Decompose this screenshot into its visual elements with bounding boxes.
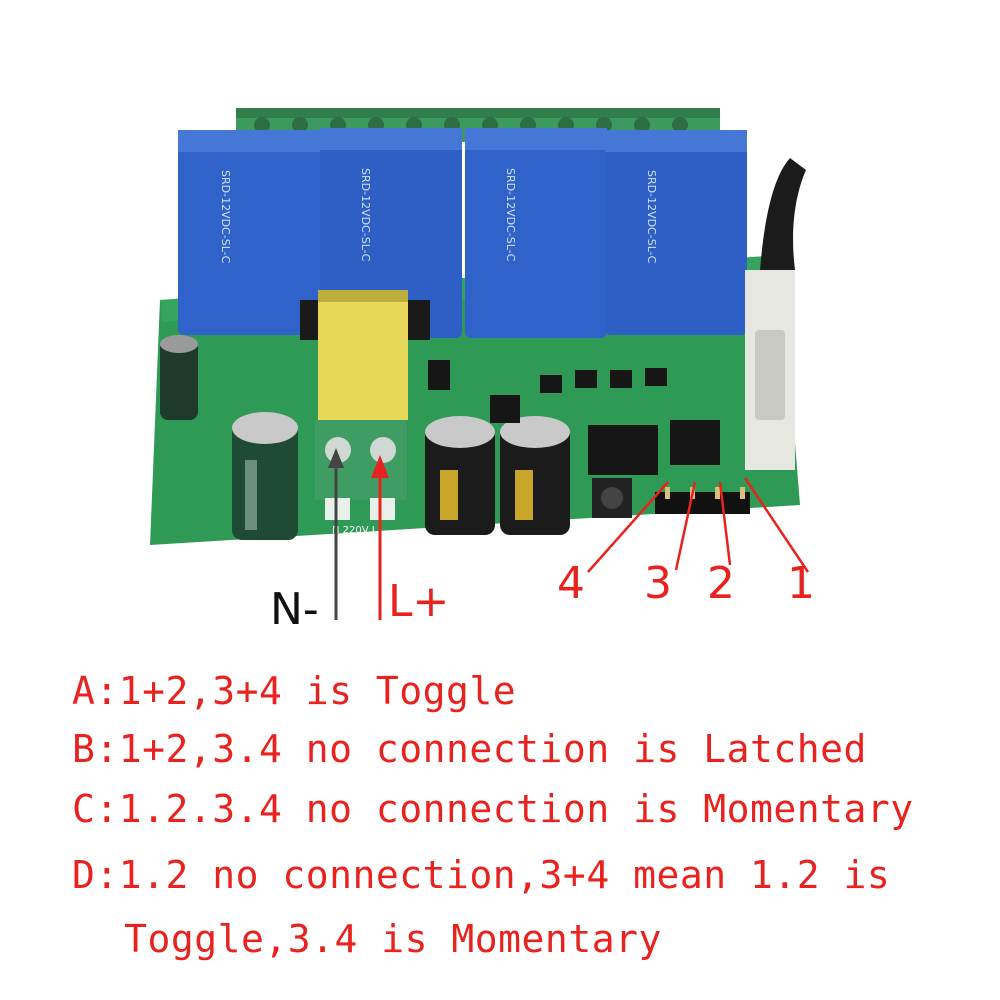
jumper-pointer-lines (587, 477, 810, 573)
capacitor-small (160, 335, 198, 420)
svg-text:N 220V L: N 220V L (332, 525, 378, 536)
relay-board-photo: SRD-12VDC-SL-C SRD-12VDC-SL-C SRD-12VDC-… (150, 108, 810, 620)
mode-a-description: A:1+2,3+4 is Toggle (72, 669, 517, 713)
live-wire-arrow (371, 455, 389, 620)
ic-chip-1 (588, 425, 658, 475)
ic-chip-2 (670, 420, 720, 465)
jumper-number-2: 2 (707, 558, 735, 609)
capacitor-right (500, 416, 570, 535)
jumper-number-3: 3 (644, 558, 672, 609)
jumper-number-1: 1 (787, 558, 815, 609)
mode-d-description: D:1.2 no connection,3+4 mean 1.2 is (72, 853, 891, 897)
push-button (592, 478, 632, 518)
svg-text:SRD-12VDC-SL-C: SRD-12VDC-SL-C (504, 168, 517, 262)
capacitor-left (232, 412, 298, 540)
relay-4: SRD-12VDC-SL-C (605, 130, 747, 335)
jumper-number-4: 4 (557, 558, 585, 609)
mode-d-description-continued: Toggle,3.4 is Momentary (54, 917, 662, 961)
svg-text:SRD-12VDC-SL-C: SRD-12VDC-SL-C (359, 168, 372, 262)
live-label: L+ (388, 576, 450, 627)
svg-text:SRD-12VDC-SL-C: SRD-12VDC-SL-C (645, 170, 658, 264)
capacitor-mid (425, 416, 495, 535)
relay-1: SRD-12VDC-SL-C (178, 130, 320, 335)
mode-c-description: C:1.2.3.4 no connection is Momentary (72, 787, 914, 831)
neutral-wire-arrow (328, 448, 344, 620)
transformer (300, 290, 430, 420)
relay-3: SRD-12VDC-SL-C (465, 128, 607, 338)
mode-b-description: B:1+2,3.4 no connection is Latched (72, 727, 867, 771)
neutral-label: N- (270, 584, 319, 635)
transistors (428, 360, 667, 423)
svg-text:SRD-12VDC-SL-C: SRD-12VDC-SL-C (219, 170, 232, 264)
relay-2: SRD-12VDC-SL-C (320, 128, 462, 338)
antenna-module (745, 158, 806, 470)
